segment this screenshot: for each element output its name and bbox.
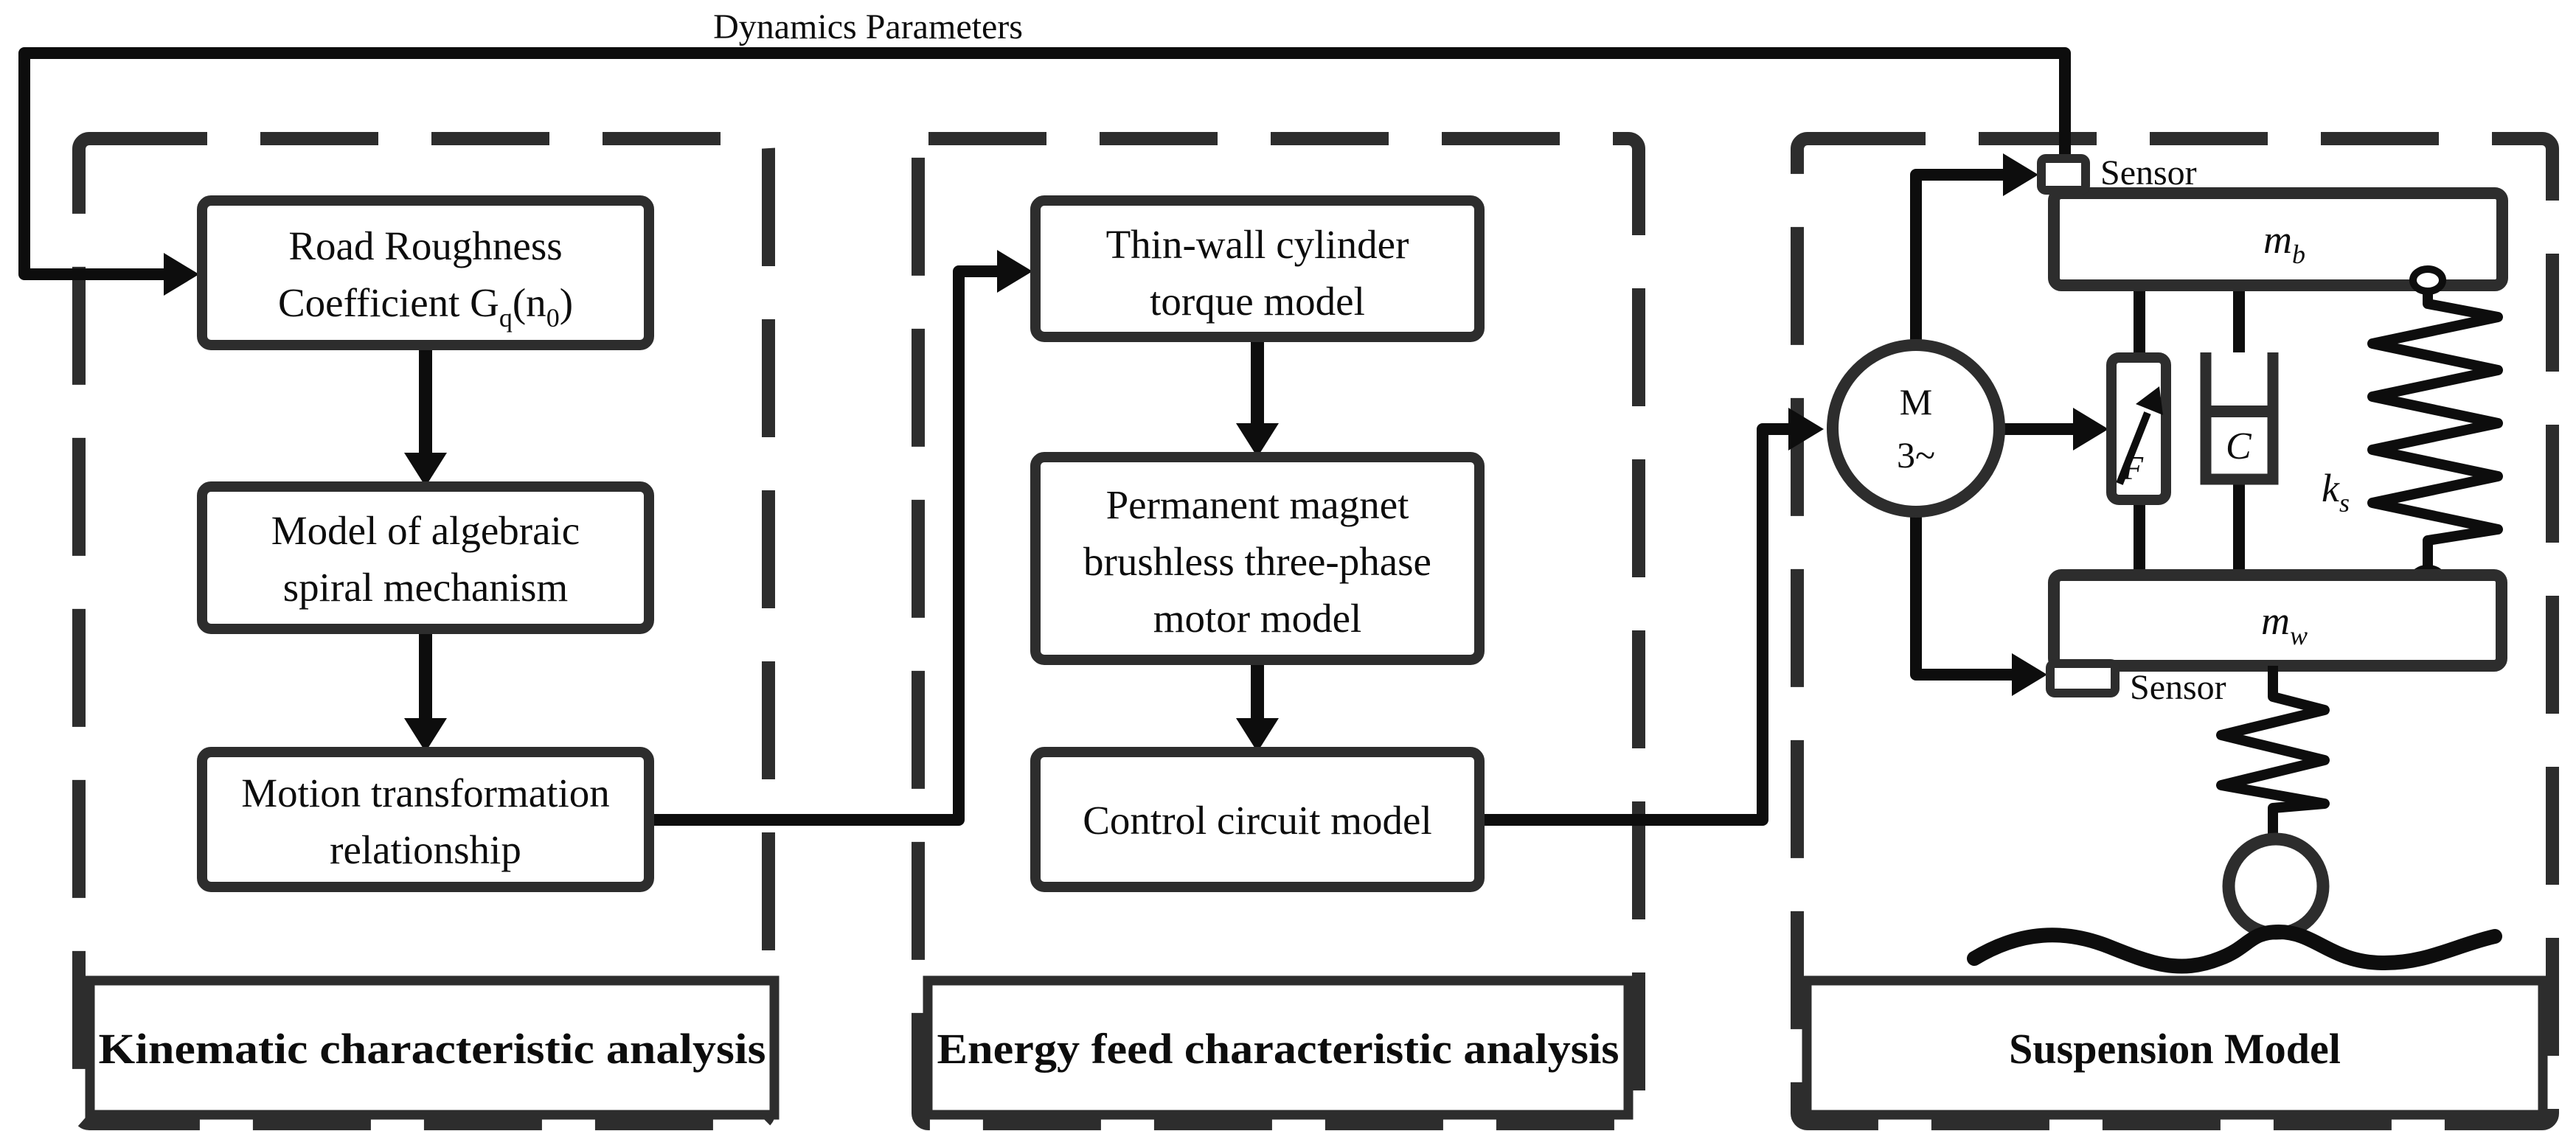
motor-label-m: M — [1900, 381, 1932, 422]
magnet-line2: brushless three-phase — [1083, 539, 1431, 584]
motion-transformation-box: Motion transformation relationship — [197, 747, 654, 892]
permanent-magnet-motor-box: Permanent magnet brushless three-phase m… — [1030, 452, 1485, 665]
arrowhead-into-motor — [1788, 408, 1824, 450]
top-sensor-label: Sensor — [2100, 153, 2197, 192]
suspension-section-label-box: Suspension Model — [1802, 975, 2548, 1120]
thinwall-line1: Thin-wall cylinder — [1106, 222, 1409, 267]
kinematic-section-frame — [72, 132, 775, 1130]
damper-c-symbol: C — [2200, 352, 2279, 485]
road-roughness-box: Road Roughness Coefficient Gq(n0) — [197, 195, 654, 350]
magnet-line3: motor model — [1153, 596, 1362, 641]
actuator-f-symbol: F — [2106, 352, 2171, 505]
motor-to-bottom-sensor-line — [1910, 516, 2015, 681]
arrowhead-into-thinwall-box — [997, 250, 1032, 293]
suspension-section-label: Suspension Model — [2009, 1025, 2341, 1073]
energy-section-label-box: Energy feed characteristic analysis — [923, 975, 1634, 1120]
arrowhead-algebraic-to-motion — [404, 718, 447, 752]
road-roughness-line2: Coefficient Gq(n0) — [278, 280, 573, 333]
energy-section-label: Energy feed characteristic analysis — [937, 1025, 1619, 1073]
top-sensor-box — [2037, 154, 2090, 195]
arrowhead-magnet-to-control — [1236, 718, 1279, 752]
motion-to-thinwall-line — [649, 265, 997, 826]
road-surface-wave — [1967, 924, 2502, 974]
arrowhead-into-bottom-sensor — [2012, 653, 2047, 696]
arrowhead-road-to-algebraic — [404, 453, 447, 487]
sprung-mass-bar — [2048, 187, 2508, 291]
bottom-sensor-label: Sensor — [2130, 668, 2226, 707]
damper-label: C — [2226, 425, 2252, 467]
algebraic-line2: spiral mechanism — [283, 565, 568, 610]
kinematic-section-label: Kinematic characteristic analysis — [99, 1025, 766, 1073]
actuator-variable-arrowhead — [2136, 386, 2163, 415]
sprung-mass-label: mb — [2263, 218, 2305, 269]
motor-label-3phase: 3~ — [1897, 434, 1935, 476]
spring-ks-label: ks — [2322, 466, 2350, 518]
algebraic-line1: Model of algebraic — [271, 508, 580, 553]
road-roughness-line1: Road Roughness — [288, 223, 562, 268]
algebraic-spiral-box: Model of algebraic spiral mechanism — [197, 481, 654, 634]
arrowhead-into-top-sensor — [2003, 153, 2038, 196]
dynamics-parameters-label: Dynamics Parameters — [713, 7, 1023, 46]
magnet-line1: Permanent magnet — [1106, 482, 1409, 527]
arrowhead-into-road-box — [164, 253, 199, 296]
bottom-sensor-box — [2046, 659, 2120, 697]
suspension-section-frame — [1791, 132, 2559, 1130]
actuator-label: F — [2122, 449, 2144, 487]
unsprung-mass-label: mw — [2261, 599, 2308, 650]
actuator-variable-arrow — [2116, 411, 2151, 485]
control-line1: Control circuit model — [1083, 798, 1432, 843]
arrowhead-thinwall-to-magnet — [1236, 423, 1279, 457]
motion-line2: relationship — [330, 827, 521, 872]
suspension-spring-ks — [2367, 292, 2503, 569]
wheel-symbol — [2222, 832, 2330, 940]
control-circuit-box: Control circuit model — [1030, 747, 1485, 892]
thinwall-cylinder-box: Thin-wall cylinder torque model — [1030, 195, 1485, 342]
arrowhead-into-actuator — [2073, 408, 2108, 450]
control-to-motor-line — [1479, 423, 1788, 826]
thinwall-line2: torque model — [1150, 279, 1365, 324]
spring-top-joint — [2409, 265, 2446, 295]
tire-spring — [2216, 666, 2330, 835]
energy-section-frame — [912, 132, 1645, 1130]
motor-to-top-sensor-line — [1910, 169, 2006, 341]
motion-line1: Motion transformation — [241, 770, 610, 815]
motor-symbol: M 3~ — [1827, 339, 2005, 518]
kinematic-section-label-box: Kinematic characteristic analysis — [85, 975, 780, 1120]
